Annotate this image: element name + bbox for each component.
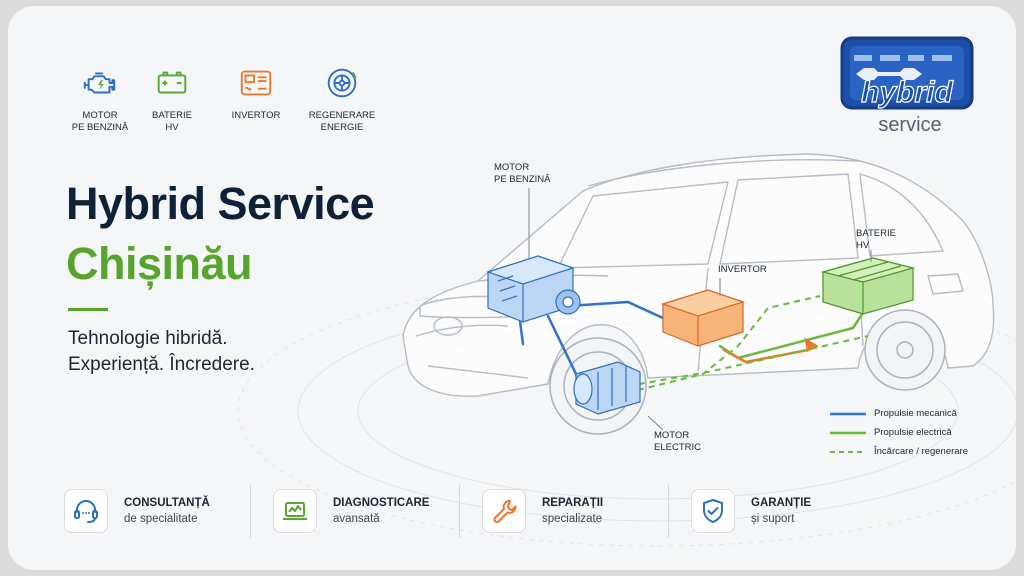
service-icon-box (482, 489, 526, 533)
svg-text:service: service (878, 114, 941, 136)
legend-dashed-green-line (830, 450, 866, 453)
regeneration-icon (327, 68, 357, 98)
feature-label: Invertor (231, 110, 281, 121)
laptop-diagnostics-icon (283, 502, 307, 520)
shield-check-icon (703, 499, 723, 523)
car-body-outline (402, 153, 995, 397)
service-title: Diagnosticare (333, 497, 430, 509)
callout-electric-motor: Motor electric (654, 430, 701, 453)
wrench-icon (493, 500, 517, 523)
legend-item-electric: Propulsie electrică (830, 423, 968, 442)
electric-motor-block (573, 361, 641, 415)
service-subtitle: și suport (751, 513, 795, 525)
hybrid-car-diagram (237, 153, 1016, 547)
battery-block (820, 257, 916, 315)
service-divider (459, 484, 460, 538)
service-title: Consultanță (124, 497, 210, 509)
feature-label: Motor pe benzină (71, 110, 129, 133)
service-title: Reparații (542, 497, 604, 509)
hybrid-service-logo: hybrid service (840, 36, 974, 136)
service-divider (250, 484, 251, 538)
feature-hv-battery: Baterie HV (132, 64, 212, 134)
legend-label: Propulsie electrică (874, 427, 952, 438)
feature-label: Regenerare energie (308, 110, 376, 133)
service-subtitle: de specialitate (124, 513, 198, 525)
engine-icon (83, 72, 116, 94)
page-title: Hybrid Service (66, 178, 375, 229)
banner-card: Motor pe benzină Baterie HV Invertor (8, 6, 1016, 570)
feature-label: Baterie HV (152, 110, 192, 133)
tagline-line-2: Experiență. Încredere. (68, 354, 255, 375)
feature-petrol-engine: Motor pe benzină (60, 64, 140, 134)
legend-solid-blue-line (830, 412, 866, 415)
page-subtitle-city: Chișinău (66, 238, 253, 289)
legend-label: Propulsie mecanică (874, 408, 957, 419)
service-title: Garanție (751, 497, 812, 509)
service-subtitle: avansată (333, 513, 380, 525)
headset-icon (74, 500, 98, 523)
feature-inverter: Invertor (216, 64, 296, 122)
services-row: Consultanță de specialitate Diagnosticar… (64, 476, 994, 546)
legend-label: Încărcare / regenerare (874, 446, 968, 457)
legend-item-regeneration: Încărcare / regenerare (830, 442, 968, 461)
service-icon-box (273, 489, 317, 533)
callout-hv-battery: Baterie HV (856, 228, 896, 251)
service-consulting: Consultanță de specialitate (64, 476, 250, 546)
title-divider (68, 308, 108, 311)
battery-icon (157, 71, 187, 94)
service-subtitle: specializate (542, 513, 603, 525)
service-icon-box (691, 489, 735, 533)
feature-energy-regeneration: Regenerare energie (302, 64, 382, 134)
service-icon-box (64, 489, 108, 533)
inverter-block (661, 289, 745, 347)
service-diagnostics: Diagnosticare avansată (273, 476, 459, 546)
legend-solid-green-line (830, 431, 866, 434)
inverter-icon (240, 70, 272, 96)
service-divider (668, 484, 669, 538)
service-warranty: Garanție și suport (691, 476, 877, 546)
callout-inverter: Invertor (718, 264, 767, 275)
legend-item-mechanical: Propulsie mecanică (830, 404, 968, 423)
callout-petrol-engine: Motor pe benzină (494, 162, 551, 185)
tagline-line-1: Tehnologie hibridă. (68, 328, 228, 349)
service-repairs: Reparații specializate (482, 476, 668, 546)
engine-block (486, 255, 581, 323)
svg-text:hybrid: hybrid (861, 76, 953, 109)
diagram-legend: Propulsie mecanică Propulsie electrică Î… (830, 404, 968, 461)
